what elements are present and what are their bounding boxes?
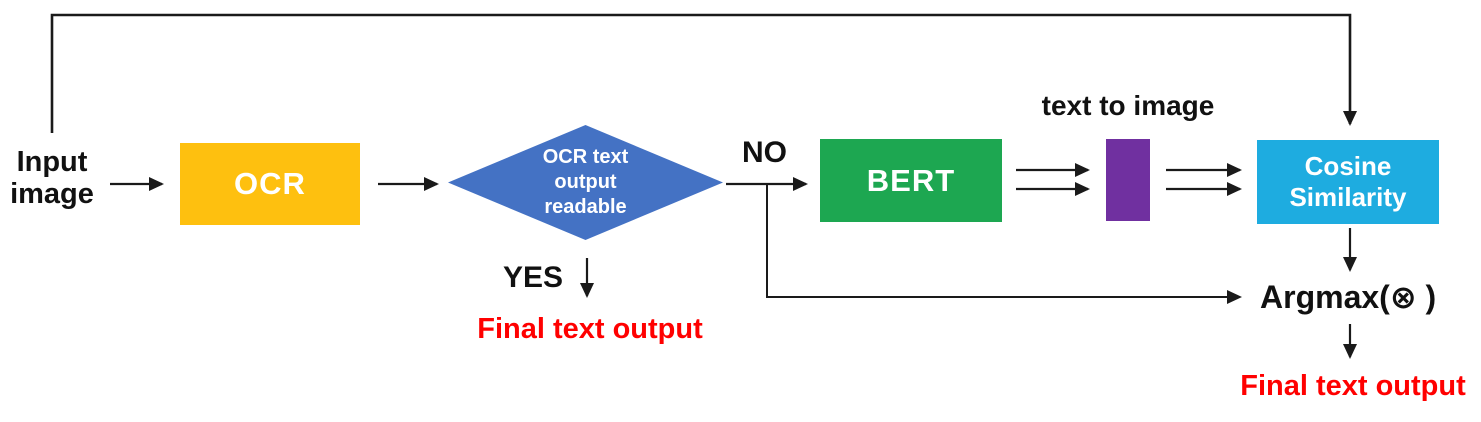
text-embedding-bar	[1106, 139, 1150, 221]
input-image-label: Input image	[10, 146, 94, 210]
final-text-output-left: Final text output	[477, 313, 703, 345]
arrow-no-branch-to-argmax	[766, 184, 1242, 304]
cosine-similarity-node: Cosine Similarity	[1257, 140, 1439, 224]
bert-node-label: BERT	[866, 162, 956, 198]
ocr-node: OCR	[180, 143, 360, 225]
final-text-output-right: Final text output	[1240, 370, 1466, 402]
argmax-label: Argmax(⊗ )	[1260, 279, 1437, 315]
bert-node: BERT	[820, 139, 1002, 222]
arrow-feedback-input-to-cosine	[50, 13, 1357, 133]
text-to-image-label: text to image	[1041, 90, 1215, 121]
yes-branch-label: YES	[503, 261, 564, 294]
decision-diamond-label: OCR text output readable	[542, 146, 629, 218]
cosine-similarity-label: Cosine Similarity	[1289, 151, 1407, 212]
ocr-node-label: OCR	[234, 166, 306, 201]
no-branch-label: NO	[742, 136, 787, 169]
